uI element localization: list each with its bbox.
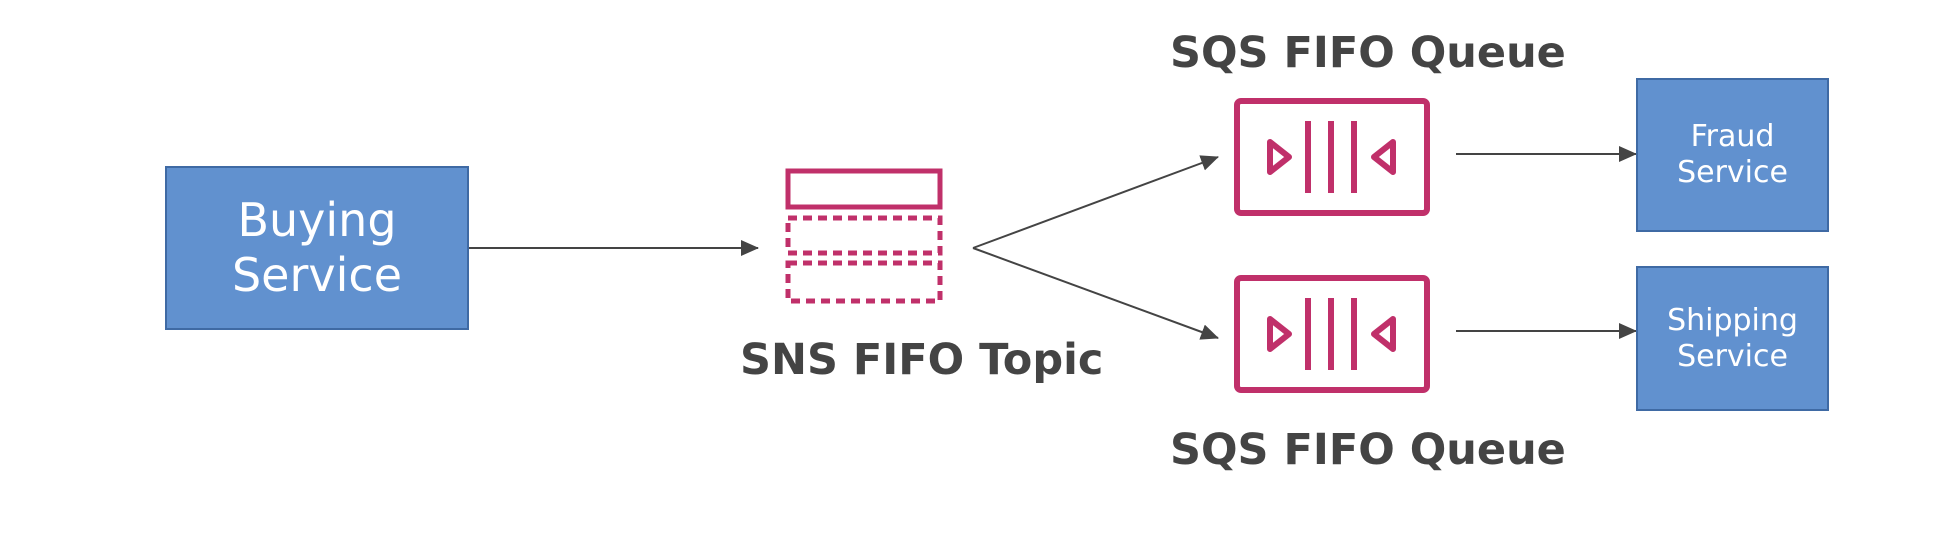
fraud-service-box: Fraud Service: [1636, 78, 1829, 232]
shipping-service-label: Shipping Service: [1667, 302, 1798, 374]
sqs-queue-bottom-label: SQS FIFO Queue: [1170, 425, 1566, 475]
sqs-queue-icon-top: [1234, 98, 1430, 216]
fraud-service-label: Fraud Service: [1677, 119, 1788, 190]
sqs-queue-icon-bottom: [1234, 275, 1430, 393]
arrow-sns-to-sqs-bottom: [972, 247, 1219, 340]
shipping-service-box: Shipping Service: [1636, 266, 1829, 411]
sns-topic-label: SNS FIFO Topic: [740, 335, 1104, 385]
buying-service-label: Buying Service: [231, 192, 402, 302]
sns-topic-icon: [785, 168, 943, 304]
sqs-queue-top-label: SQS FIFO Queue: [1170, 28, 1566, 78]
arrow-sns-to-sqs-top: [972, 155, 1219, 249]
buying-service-box: Buying Service: [165, 166, 469, 330]
